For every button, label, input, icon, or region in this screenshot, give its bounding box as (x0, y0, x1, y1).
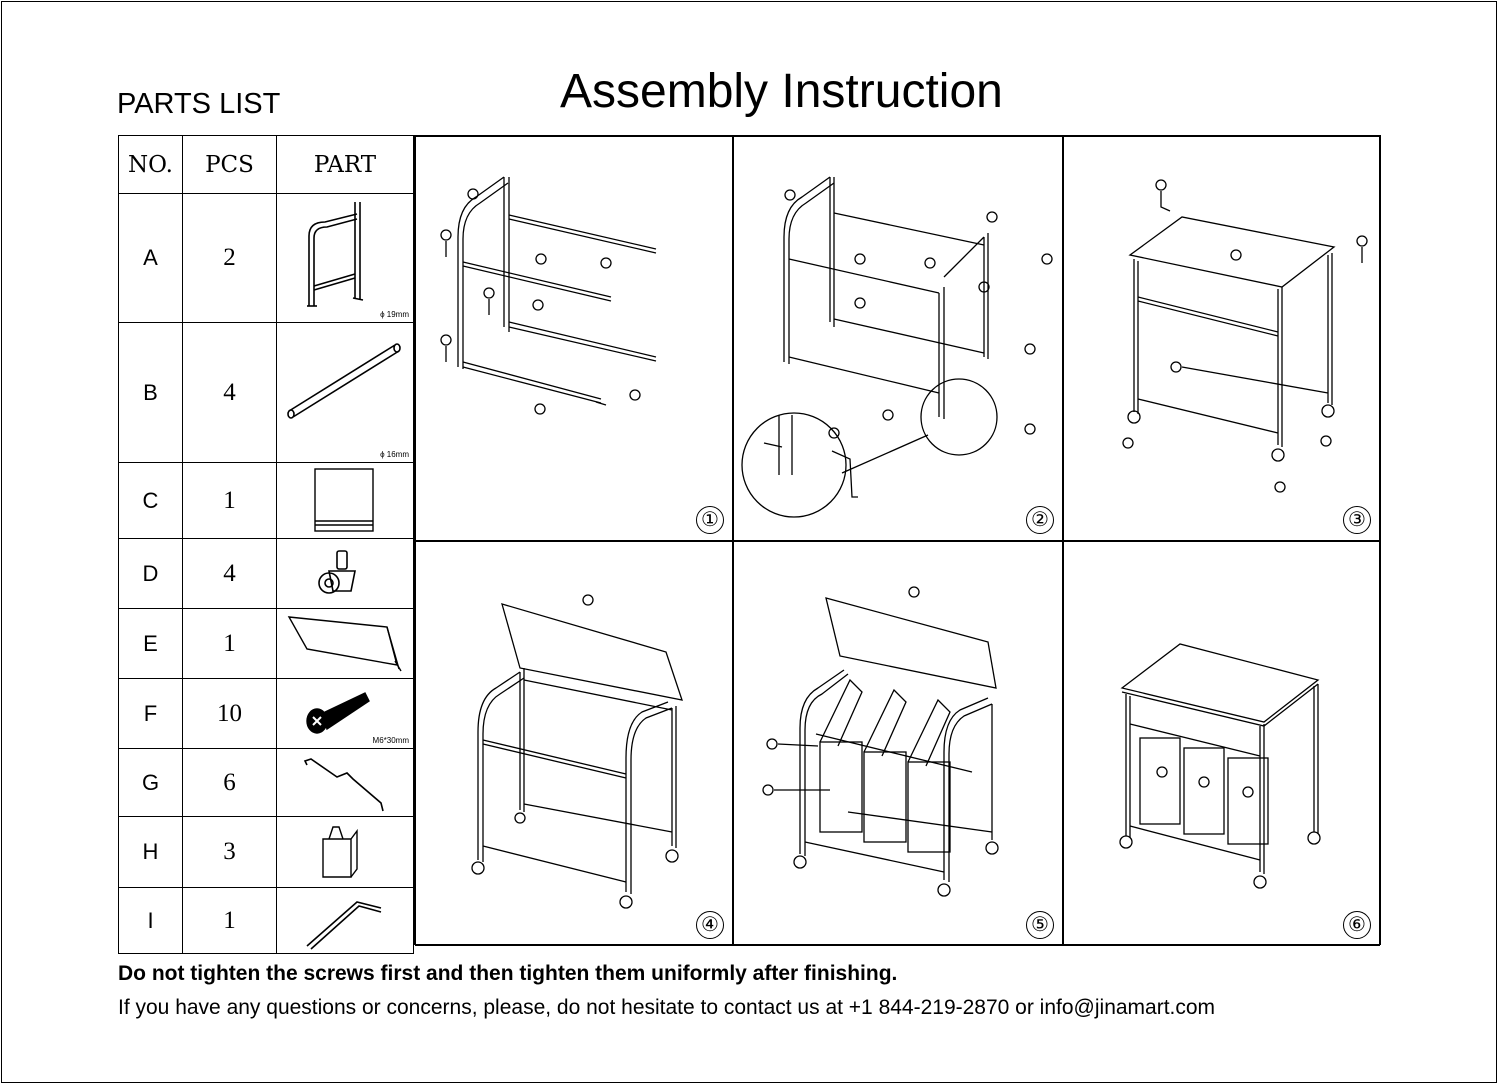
part-no: G (118, 748, 183, 817)
fabric-shelf-icon (314, 468, 374, 532)
step-number: ⑤ (1026, 911, 1054, 939)
part-pcs: 4 (182, 322, 277, 463)
table-row: H 3 (118, 816, 414, 888)
screw-icon (306, 692, 370, 734)
header-part: PART (276, 135, 414, 194)
part-pcs: 2 (182, 193, 277, 323)
part-pcs: 1 (182, 462, 277, 539)
step-number: ④ (696, 911, 724, 939)
part-cell (276, 608, 414, 679)
table-row: D 4 (118, 538, 414, 609)
part-cell (276, 462, 414, 539)
step-number: ① (696, 506, 724, 534)
top-board-icon (287, 616, 402, 672)
caster-wheel-icon (318, 550, 356, 594)
step-1-diagram (440, 176, 657, 415)
part-cell (276, 748, 414, 817)
table-row: E 1 (118, 608, 414, 679)
part-no: A (118, 193, 183, 323)
part-no: B (118, 322, 183, 463)
part-dimension: ϕ 16mm (380, 450, 409, 459)
step-number: ③ (1343, 506, 1371, 534)
hook-bar-icon (303, 758, 384, 812)
step-4-panel: ④ (415, 541, 733, 946)
part-dimension: ϕ 19mm (380, 310, 409, 319)
part-no: H (118, 816, 183, 888)
part-dimension: M6*30mm (372, 736, 409, 745)
part-pcs: 4 (182, 538, 277, 609)
part-cell (276, 887, 414, 954)
step-6-diagram (1119, 643, 1321, 889)
part-cell (276, 538, 414, 609)
part-no: I (118, 887, 183, 954)
part-pcs: 1 (182, 887, 277, 954)
step-5-panel: ⑤ (733, 541, 1063, 946)
step-4-diagram (471, 594, 683, 909)
table-row: G 6 (118, 748, 414, 817)
part-cell: ϕ 19mm (276, 193, 414, 323)
step-6-panel: ⑥ (1063, 541, 1380, 946)
part-pcs: 3 (182, 816, 277, 888)
step-number: ⑥ (1343, 911, 1371, 939)
laundry-bag-icon (322, 826, 358, 878)
table-row: B 4 ϕ 16mm (118, 322, 414, 463)
contact-note: If you have any questions or concerns, p… (118, 996, 1216, 1019)
parts-list-title: PARTS LIST (117, 88, 281, 120)
part-pcs: 1 (182, 608, 277, 679)
part-no: F (118, 678, 183, 749)
rod-icon (287, 343, 401, 419)
assembly-steps-grid: ① ② (414, 135, 1381, 946)
page-title: Assembly Instruction (560, 65, 1003, 118)
step-3-panel: ③ (1063, 136, 1380, 541)
table-row: A 2 ϕ 19mm (118, 193, 414, 323)
part-cell (276, 816, 414, 888)
parts-table-header: NO. PCS PART (118, 135, 414, 194)
step-number: ② (1026, 506, 1054, 534)
step-1-panel: ① (415, 136, 733, 541)
side-frame-icon (307, 202, 364, 307)
part-pcs: 6 (182, 748, 277, 817)
part-no: D (118, 538, 183, 609)
table-row: F 10 M6*30mm (118, 678, 414, 749)
table-row: I 1 (118, 887, 414, 954)
header-pcs: PCS (182, 135, 277, 194)
part-cell: ϕ 16mm (276, 322, 414, 463)
part-no: C (118, 462, 183, 539)
step-3-diagram (1122, 179, 1368, 493)
part-cell: M6*30mm (276, 678, 414, 749)
part-pcs: 10 (182, 678, 277, 749)
part-no: E (118, 608, 183, 679)
parts-table: NO. PCS PART A 2 ϕ 19mm B 4 (118, 135, 414, 954)
step-2-panel: ② (733, 136, 1063, 541)
step-2-diagram (741, 176, 1053, 518)
step-5-diagram (762, 586, 999, 897)
table-row: C 1 (118, 462, 414, 539)
warning-note: Do not tighten the screws first and then… (118, 962, 898, 985)
header-no: NO. (118, 135, 183, 194)
allen-key-icon (306, 901, 382, 950)
